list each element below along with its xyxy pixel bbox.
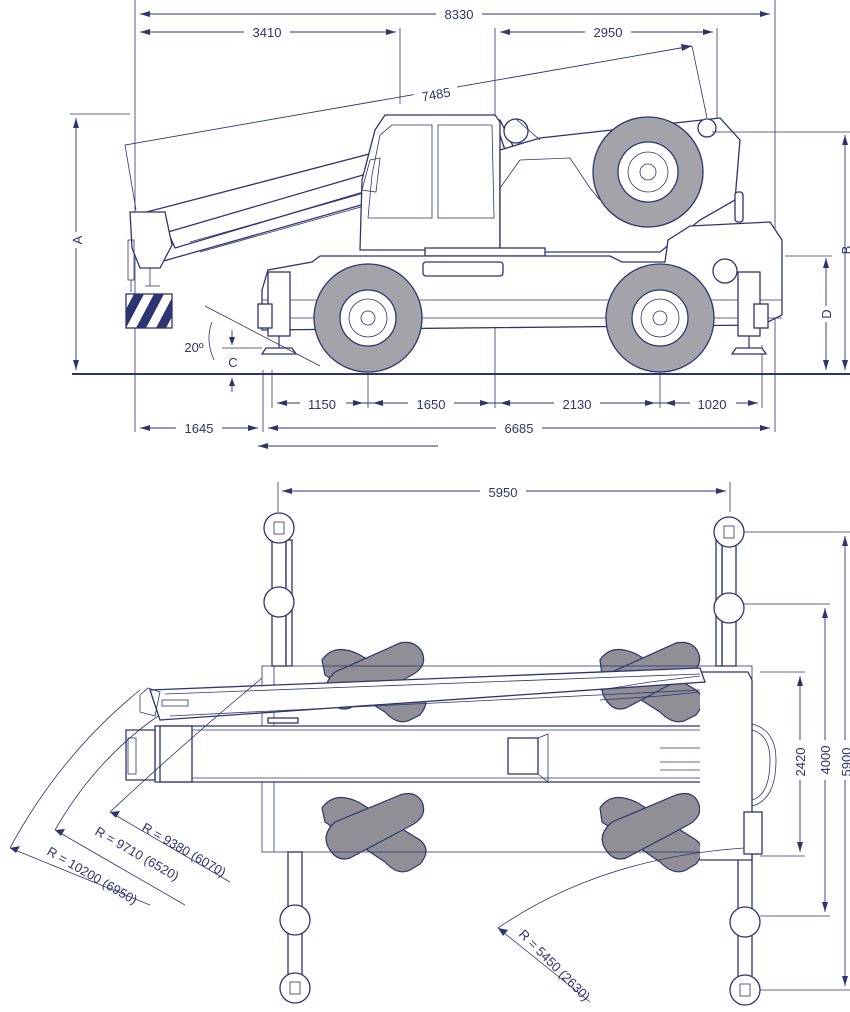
dim-wheelbase-front: 1650: [417, 397, 446, 412]
crossed-tires-rear-lower: [599, 792, 703, 873]
label-a: A: [70, 235, 85, 244]
boom-top: [125, 725, 721, 783]
dim-rear-overhang: 1020: [698, 397, 727, 412]
dim-overall: 8330: [445, 7, 474, 22]
dim-front-overhang: 3410: [253, 25, 282, 40]
label-c: C: [228, 355, 237, 370]
approach-angle: 20º: [184, 340, 203, 355]
label-d: D: [819, 309, 834, 318]
hazard-stripe-plate: [125, 293, 173, 329]
dim-axle-front: 1150: [308, 397, 336, 412]
dim-width-mid: 4000: [818, 746, 833, 775]
dim-width-full: 5900: [839, 748, 850, 777]
boom-slewed: [139, 667, 706, 724]
dim-outrigger-base: 5950: [489, 485, 518, 500]
radius-tail-label: R = 5450 (2630): [516, 927, 593, 1004]
outrigger-beams: [263, 512, 761, 1006]
label-b: B: [839, 246, 850, 255]
cabin: [359, 114, 501, 251]
front-wheel: [313, 263, 423, 373]
dim-carrier-length: 6685: [505, 421, 534, 436]
side-view: 8330 3410 2950 7485 A B: [68, 0, 850, 449]
crossed-tires-front-lower: [321, 792, 427, 873]
outrigger-front: [257, 271, 298, 355]
top-view: 5950: [9, 482, 850, 1006]
spare-wheel: [592, 116, 704, 228]
radius-arcs: [9, 677, 745, 1003]
outrigger-rear: [730, 271, 769, 355]
dim-boom: 7485: [421, 85, 452, 105]
dim-boom-ahead: 1645: [185, 421, 214, 436]
dim-wheelbase-rear: 2130: [563, 397, 592, 412]
rear-wheel: [605, 263, 715, 373]
dim-rear-to-sheave: 2950: [594, 25, 623, 40]
dim-width-track: 2420: [793, 748, 808, 777]
